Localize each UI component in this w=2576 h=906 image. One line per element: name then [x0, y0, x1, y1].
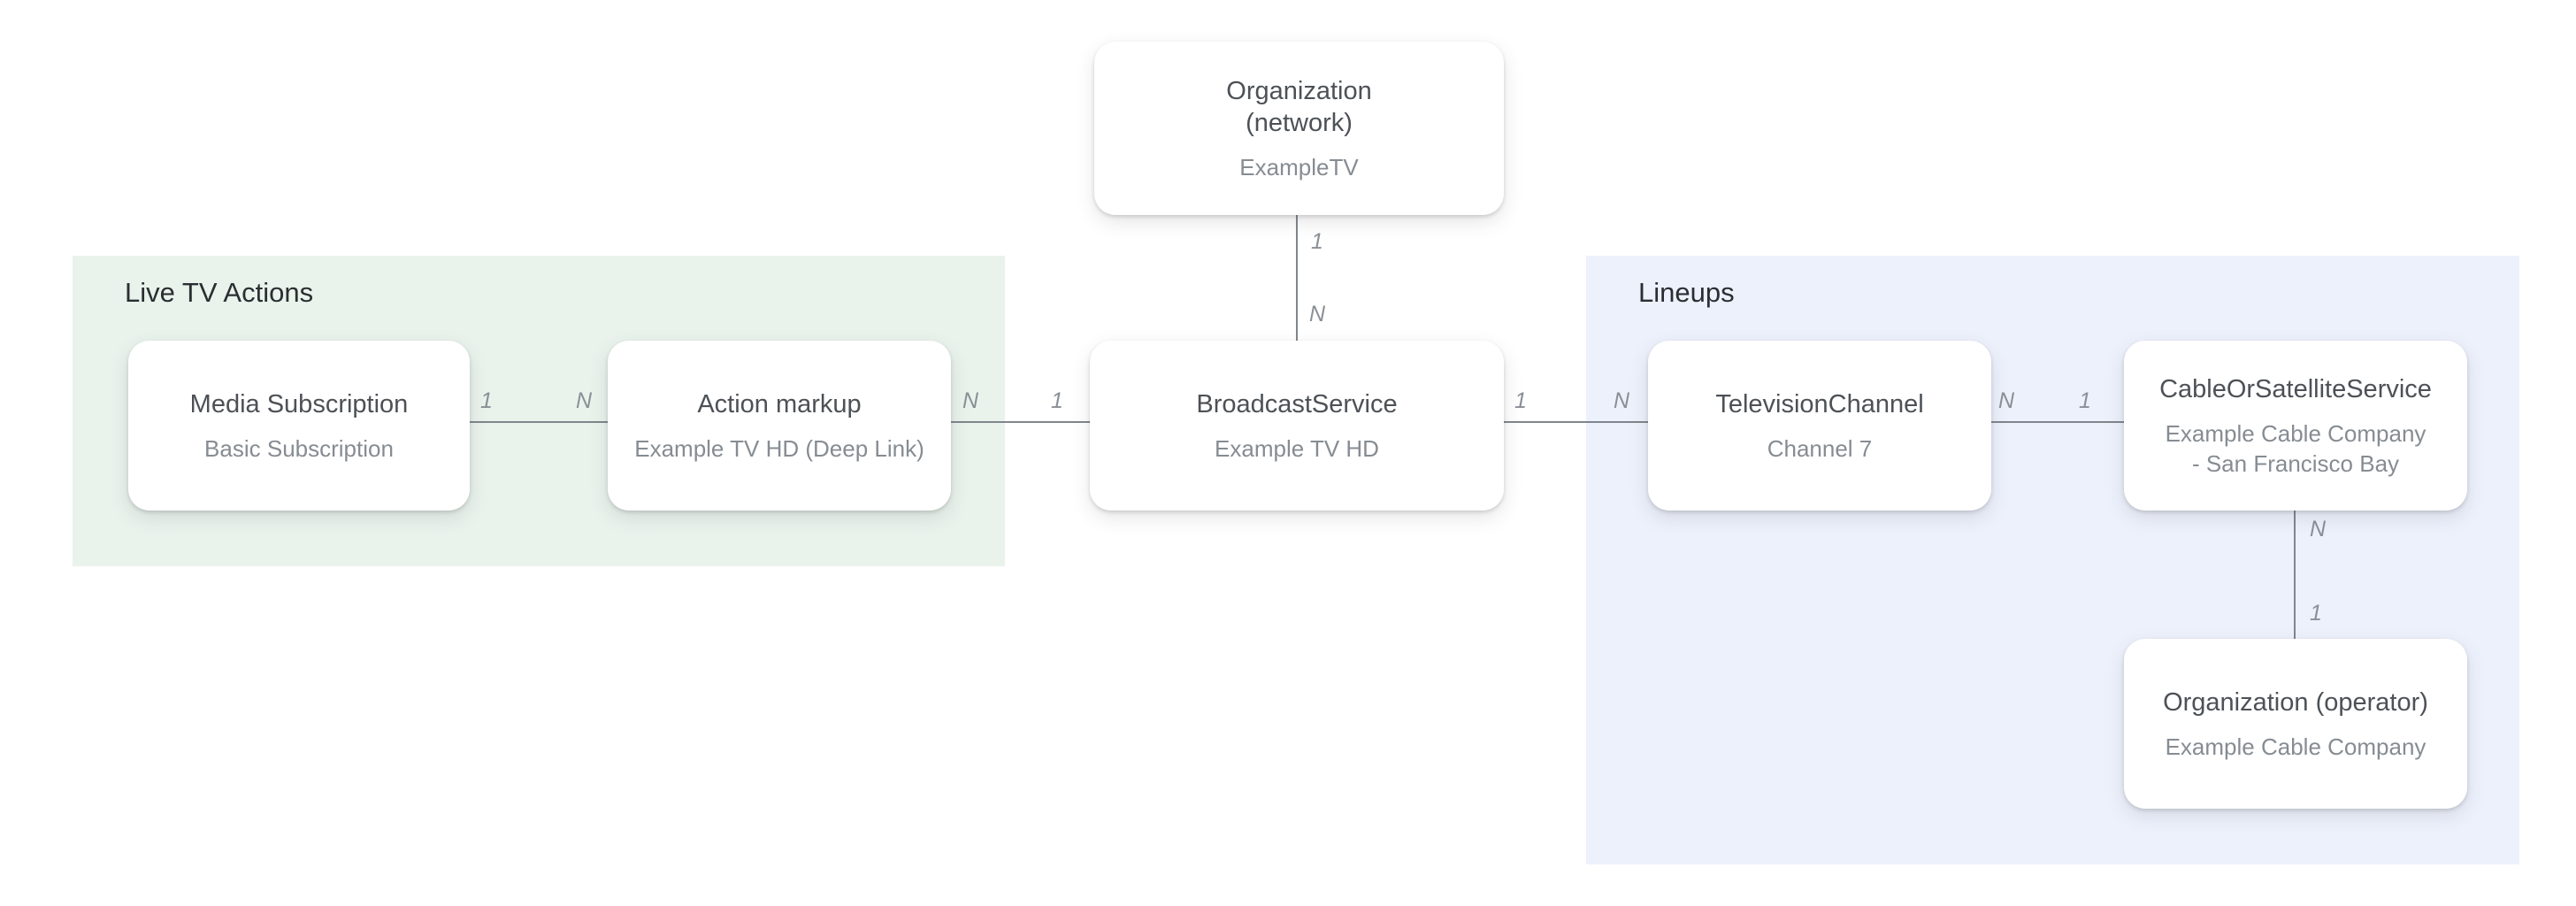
- node-title-line-2: (network): [1246, 108, 1353, 137]
- node-title: BroadcastService: [1196, 389, 1398, 418]
- node-broadcast-service: BroadcastService Example TV HD: [1090, 341, 1504, 511]
- cardinality-organization-network-side: 1: [1311, 229, 1323, 254]
- node-action-markup: Action markup Example TV HD (Deep Link): [608, 341, 951, 511]
- node-title-line-1: Organization: [1226, 76, 1372, 105]
- cardinality-broadcast-service-top-side: N: [1309, 302, 1326, 326]
- cardinality-television-channel-right-side: N: [1998, 388, 2015, 413]
- node-subtitle: Example TV HD: [1215, 434, 1379, 462]
- node-title: Media Subscription: [189, 389, 409, 418]
- node-title: CableOrSatelliteService: [2159, 374, 2432, 403]
- node-subtitle: Example TV HD (Deep Link): [634, 434, 924, 462]
- node-title: TelevisionChannel: [1715, 389, 1924, 418]
- cardinality-cable-or-satellite-service-bottom-side: N: [2310, 517, 2327, 541]
- connector-cable-or-satellite-service-organization-operator: [2294, 511, 2296, 639]
- node-subtitle: Example Cable Company - San Francisco Ba…: [2165, 419, 2426, 477]
- cardinality-television-channel-left-side: N: [1614, 388, 1630, 413]
- region-title-lineups: Lineups: [1638, 277, 1735, 308]
- node-organization-operator: Organization (operator) Example Cable Co…: [2124, 639, 2467, 809]
- connector-media-subscription-action-markup: [470, 421, 608, 423]
- connector-television-channel-cable-or-satellite-service: [1991, 421, 2124, 423]
- cardinality-broadcast-service-left-side: 1: [1051, 388, 1063, 413]
- node-subtitle: ExampleTV: [1239, 153, 1359, 180]
- connector-action-markup-broadcast-service: [951, 421, 1090, 423]
- region-title-live-tv-actions: Live TV Actions: [125, 277, 314, 308]
- connector-broadcast-service-television-channel: [1504, 421, 1648, 423]
- connector-organization-network-broadcast-service: [1296, 215, 1298, 341]
- cardinality-action-markup-left-side: N: [576, 388, 593, 413]
- cardinality-organization-operator-side: 1: [2310, 601, 2322, 626]
- node-title: Organization (network): [1226, 75, 1371, 139]
- cardinality-media-subscription-side: 1: [480, 388, 493, 413]
- node-subtitle: Example Cable Company: [2165, 733, 2426, 760]
- node-subtitle: Basic Subscription: [204, 434, 394, 462]
- node-title: Organization (operator): [2163, 687, 2428, 717]
- cardinality-action-markup-right-side: N: [962, 388, 979, 413]
- node-title: Action markup: [697, 389, 862, 418]
- node-television-channel: TelevisionChannel Channel 7: [1648, 341, 1991, 511]
- node-cable-or-satellite-service: CableOrSatelliteService Example Cable Co…: [2124, 341, 2467, 511]
- cardinality-broadcast-service-right-side: 1: [1514, 388, 1527, 413]
- node-media-subscription: Media Subscription Basic Subscription: [128, 341, 470, 511]
- node-organization-network: Organization (network) ExampleTV: [1094, 42, 1504, 215]
- cardinality-cable-or-satellite-service-left-side: 1: [2079, 388, 2091, 413]
- node-subtitle: Channel 7: [1767, 434, 1873, 462]
